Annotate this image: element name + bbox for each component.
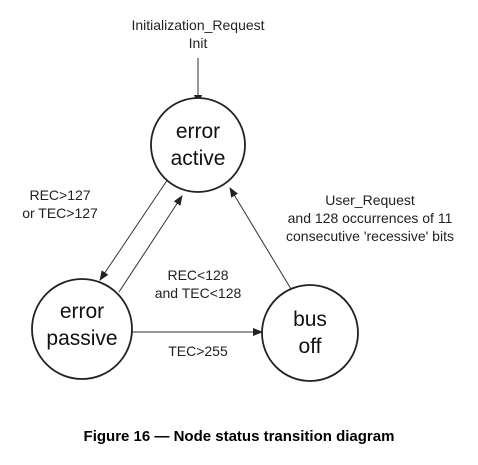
figure-caption: Figure 16 — Node status transition diagr… [84, 428, 395, 445]
active-to-passive-label-line1: REC>127 [29, 187, 90, 203]
passive-to-active-label-line1: REC<128 [167, 267, 228, 283]
passive-to-busoff-label: TEC>255 [168, 343, 228, 359]
state-error-passive: error passive [31, 278, 133, 380]
state-bus-off: bus off [261, 284, 359, 382]
passive-to-active-arrow [118, 195, 183, 293]
state-error-active: error active [150, 97, 246, 193]
state-error-passive-line2: passive [46, 327, 117, 350]
passive-to-active-label-line2: and TEC<128 [155, 285, 242, 301]
init-request-label: Initialization_Request [131, 17, 264, 33]
busoff-to-active-label-line3: consecutive 'recessive' bits [286, 228, 454, 244]
state-error-active-circle [150, 97, 246, 193]
state-error-active-line2: active [171, 147, 226, 170]
busoff-to-active-label-line1: User_Request [325, 192, 415, 208]
active-to-passive-arrow [99, 178, 169, 281]
state-bus-off-circle [261, 284, 359, 382]
state-bus-off-line1: bus [293, 308, 327, 331]
state-bus-off-line2: off [299, 335, 322, 358]
init-label: Init [189, 35, 208, 51]
state-error-passive-line1: error [60, 300, 104, 323]
state-error-active-line1: error [176, 120, 220, 143]
busoff-to-active-label-line2: and 128 occurrences of 11 [288, 210, 453, 226]
busoff-to-active-arrow [229, 187, 292, 290]
active-to-passive-label-line2: or TEC>127 [22, 205, 98, 221]
state-error-passive-circle [31, 278, 133, 380]
